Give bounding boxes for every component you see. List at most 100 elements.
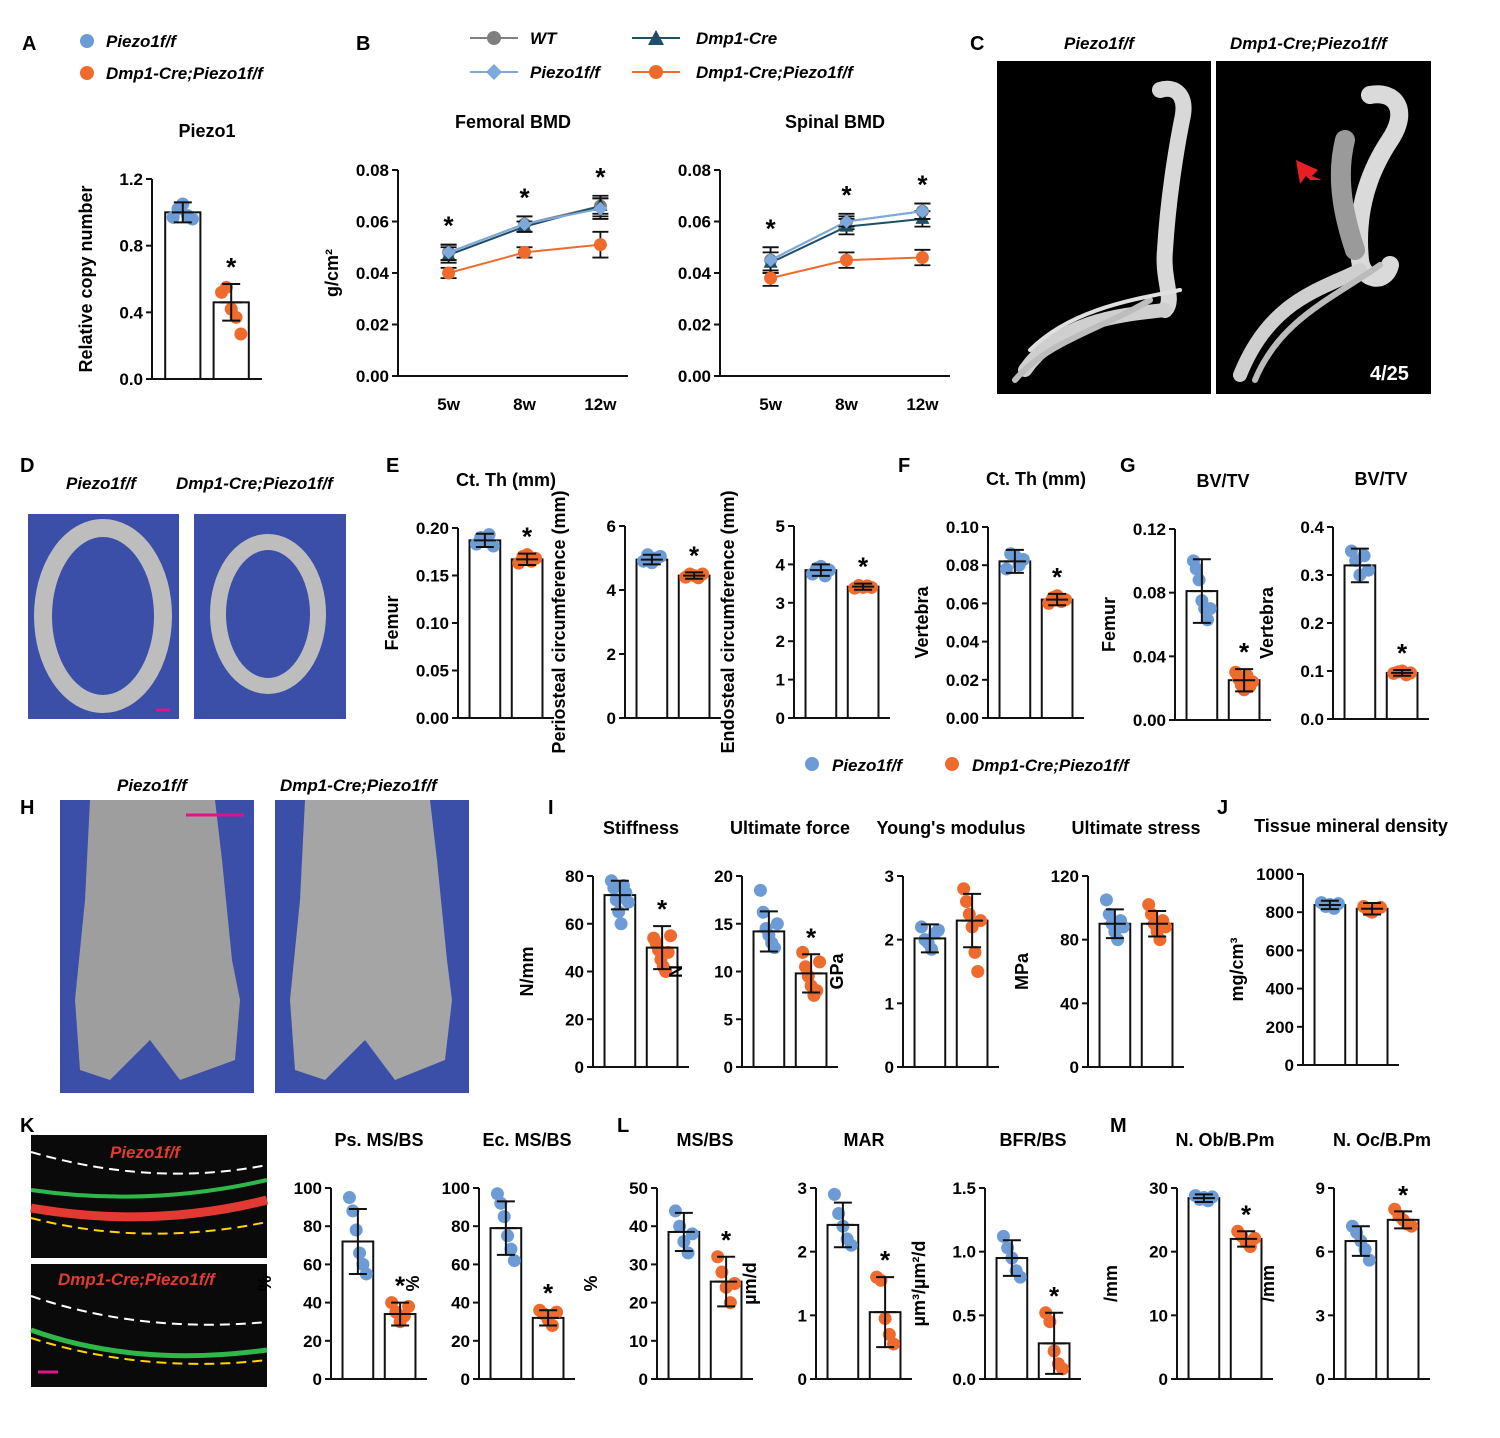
- chart-k2-y-tick-label: 80: [451, 1217, 470, 1236]
- chart-i3-y-tick-label: 3: [885, 867, 894, 886]
- chart-l2-title: MAR: [844, 1130, 885, 1150]
- x-tick-label: 5w: [437, 395, 460, 414]
- chart-k1-y-tick-label: 80: [303, 1217, 322, 1236]
- significance-star: *: [657, 894, 668, 924]
- chart-e3-y-tick-label: 0: [776, 709, 785, 728]
- series-marker: [441, 245, 456, 260]
- chart-k1-y-tick-label: 40: [303, 1294, 322, 1313]
- data-point: [753, 883, 767, 897]
- data-point: [887, 1337, 901, 1351]
- chart-g2-y-axis-label: Vertebra: [1257, 586, 1277, 659]
- data-point: [1153, 933, 1167, 947]
- chart-b1-y-tick-label: 0.00: [356, 367, 389, 386]
- panel-letter-c: C: [970, 33, 984, 55]
- chart-a-y-tick-label: 0.8: [119, 237, 143, 256]
- data-point: [1099, 893, 1113, 907]
- chart-k2-y-tick-label: 0: [461, 1370, 470, 1389]
- chart-b2-y-tick-label: 0.08: [678, 161, 711, 180]
- chart-l3-y-tick-label: 0.5: [952, 1306, 976, 1325]
- chart-i1-y-tick-label: 80: [565, 867, 584, 886]
- data-point: [185, 212, 199, 226]
- series-marker: [518, 245, 531, 259]
- chart-i3-y-tick-label: 0: [885, 1058, 894, 1077]
- chart-m2-y-axis-label: /mm: [1258, 1265, 1278, 1302]
- bar: [510, 558, 544, 719]
- endosteal-line-top: [30, 1217, 268, 1235]
- legend-label-flox: Piezo1f/f: [530, 63, 602, 82]
- significance-star: *: [1239, 637, 1250, 667]
- chart-m1-y-tick-label: 30: [1149, 1179, 1168, 1198]
- significance-star: *: [917, 169, 928, 199]
- bar: [635, 558, 669, 719]
- xray-panel: Piezo1f/f Dmp1-Cre;Piezo1f/f 4/25: [997, 34, 1431, 394]
- panel-letters: A B C D E F G H I J K L M: [20, 33, 1228, 1137]
- data-point: [353, 1246, 367, 1260]
- bar: [164, 211, 202, 380]
- chart-j-y-tick-label: 200: [1266, 1018, 1294, 1037]
- chart-i1-y-tick-label: 20: [565, 1010, 584, 1029]
- legend-a: Piezo1f/f Dmp1-Cre;Piezo1f/f: [80, 32, 265, 83]
- chart-l2-y-tick-label: 3: [798, 1179, 807, 1198]
- significance-star: *: [543, 1278, 554, 1308]
- chart-e3-y-tick-label: 1: [776, 671, 785, 690]
- cortical-ring-right: [210, 534, 326, 694]
- significance-star: *: [226, 252, 237, 282]
- chart-i1-title: Stiffness: [603, 818, 679, 838]
- data-point: [959, 894, 973, 908]
- chart-f-y-tick-label: 0.06: [946, 594, 979, 613]
- data-point: [1189, 562, 1203, 576]
- data-point: [1116, 920, 1130, 934]
- label-red-top: [30, 1195, 269, 1222]
- endosteal-line-bottom: [30, 1337, 268, 1365]
- legend-marker-cre: [648, 30, 664, 45]
- significance-star: *: [1052, 562, 1063, 592]
- series-marker: [517, 217, 532, 232]
- data-point: [494, 1196, 508, 1210]
- chart-g2-y-tick-label: 0.0: [1300, 710, 1324, 729]
- data-point: [346, 1204, 360, 1218]
- fluorescence-image-bottom: [31, 1264, 267, 1387]
- chart-i4-y-tick-label: 120: [1051, 867, 1079, 886]
- chart-k2-title: Ec. MS/BS: [482, 1130, 571, 1150]
- significance-star: *: [689, 540, 700, 570]
- legend-label-cre: Dmp1-Cre: [696, 29, 777, 48]
- data-point: [770, 917, 784, 931]
- data-point: [661, 945, 675, 959]
- periosteal-line-top: [30, 1151, 268, 1175]
- data-point: [813, 955, 827, 969]
- data-point: [968, 945, 982, 959]
- data-point: [962, 907, 976, 921]
- chart-k2-y-tick-label: 20: [451, 1332, 470, 1351]
- cortical-label-right: Dmp1-Cre;Piezo1f/f: [176, 474, 335, 493]
- chart-i3-y-tick-label: 2: [885, 931, 894, 950]
- bar: [804, 569, 838, 719]
- data-point: [1201, 613, 1215, 627]
- panel-letter-e: E: [386, 455, 399, 477]
- significance-star: *: [880, 1245, 891, 1275]
- data-point: [621, 895, 635, 909]
- data-point: [827, 1187, 841, 1201]
- chart-e2-y-tick-label: 6: [607, 517, 616, 536]
- legend-marker-wt: [487, 31, 501, 45]
- chart-l1-y-tick-label: 0: [639, 1370, 648, 1389]
- series-marker: [915, 204, 930, 219]
- chart-b1-y-tick-label: 0.06: [356, 213, 389, 232]
- data-point: [342, 1191, 356, 1205]
- data-point: [1016, 552, 1030, 566]
- chart-m1-y-tick-label: 0: [1159, 1370, 1168, 1389]
- chart-a-y-tick-label: 0.0: [119, 370, 143, 389]
- bar: [1187, 1197, 1221, 1380]
- legend-marker-flox: [486, 64, 502, 80]
- panel-letter-g: G: [1120, 455, 1136, 477]
- periosteal-line-bottom: [30, 1295, 268, 1326]
- fluorescence-label-top: Piezo1f/f: [110, 1143, 182, 1162]
- data-point: [1361, 563, 1375, 577]
- bar: [1343, 564, 1377, 721]
